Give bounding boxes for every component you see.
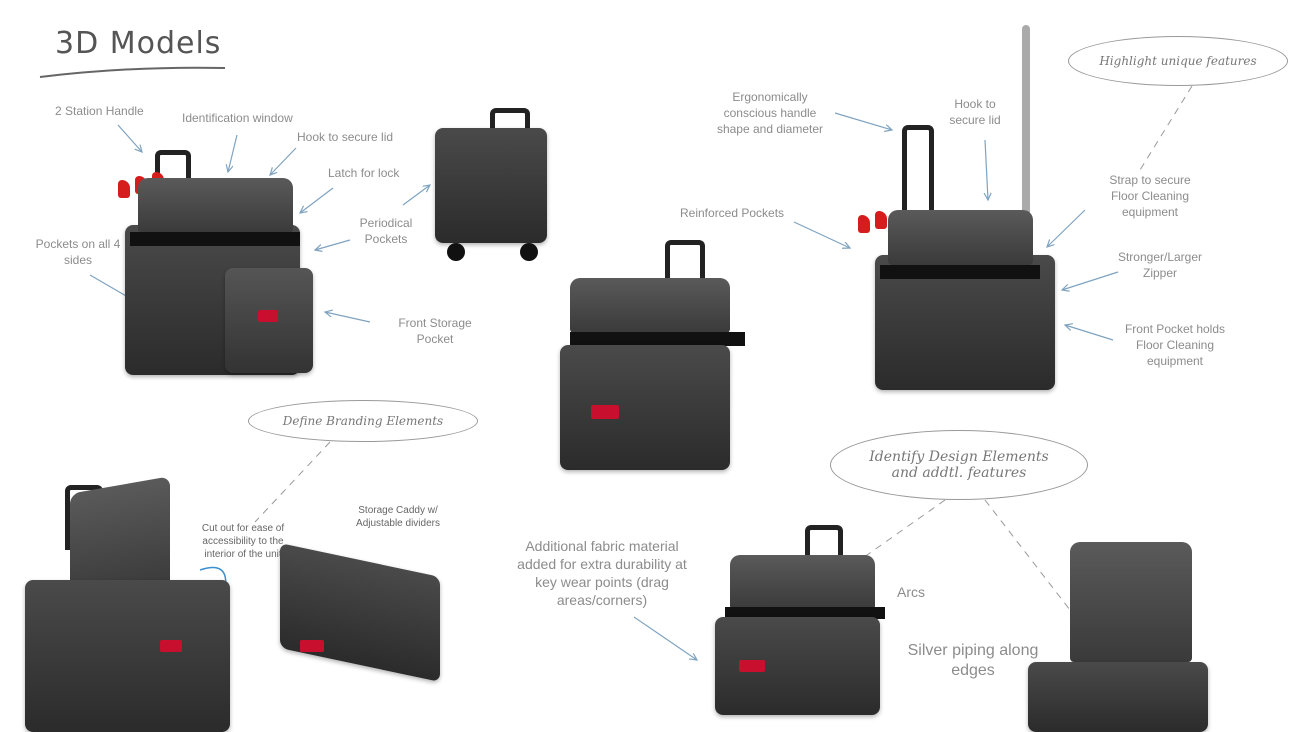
dashed-connectors (254, 85, 1193, 611)
product-model-2 (850, 25, 1060, 390)
product-model-1-back (435, 108, 550, 266)
label-fabric: Additional fabric material added for ext… (517, 538, 687, 608)
brand-logo (258, 310, 278, 322)
label-front-pocket: Front Pocket holds Floor Cleaning equipm… (1124, 322, 1226, 368)
callout-design: Identify Design Elements and addtl. feat… (830, 430, 1088, 500)
label-arcs: Arcs (897, 584, 925, 600)
product-model-2-front (555, 240, 745, 475)
label-zipper: Stronger/Larger Zipper (1117, 250, 1203, 280)
product-model-1 (110, 150, 320, 375)
label-handle: 2 Station Handle (55, 104, 144, 118)
callout-text: Identify Design Elements and addtl. feat… (869, 449, 1049, 481)
callout-text: Highlight unique features (1099, 54, 1257, 68)
label-ergonomic: Ergonomically conscious handle shape and… (716, 90, 824, 136)
arrows (89, 112, 1119, 660)
brand-logo (591, 405, 619, 419)
label-piping: Silver piping along edges (907, 642, 1039, 679)
label-caddy: Storage Caddy w/ Adjustable dividers (356, 505, 440, 529)
label-hook-2: Hook to secure lid (949, 97, 1001, 127)
product-open-lid (10, 476, 235, 732)
label-cutout: Cut out for ease of accessibility to the… (201, 523, 285, 560)
product-storage-caddy (280, 542, 445, 683)
product-open-top (1028, 542, 1213, 732)
label-hook: Hook to secure lid (297, 130, 394, 144)
title-underline (39, 66, 226, 78)
callout-branding: Define Branding Elements (248, 400, 478, 442)
label-latch: Latch for lock (328, 166, 400, 180)
label-id-window: Identification window (182, 111, 293, 125)
label-front-storage: Front Storage Pocket (398, 316, 472, 346)
label-periodical: Periodical Pockets (359, 216, 413, 246)
slide-title: 3D Models (55, 26, 222, 61)
label-pockets: Pockets on all 4 sides (35, 237, 121, 267)
product-model-design (715, 525, 895, 720)
callout-text: Define Branding Elements (282, 414, 444, 428)
label-strap: Strap to secure Floor Cleaning equipment (1109, 173, 1191, 219)
callout-highlight: Highlight unique features (1068, 36, 1288, 86)
mop-handle (1022, 25, 1030, 295)
label-reinforced: Reinforced Pockets (680, 206, 785, 220)
